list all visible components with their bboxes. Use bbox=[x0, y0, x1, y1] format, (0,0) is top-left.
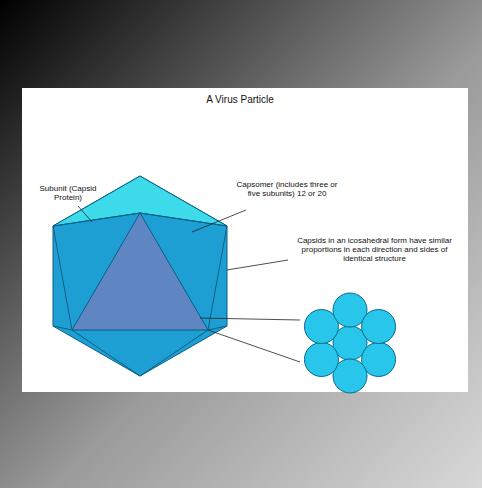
icosahedron bbox=[53, 176, 227, 376]
subunit-circle bbox=[304, 342, 338, 376]
leader-lines bbox=[78, 206, 300, 362]
capsomer-cluster bbox=[304, 293, 395, 393]
part-label: Capsids in an icosahedral form have simi… bbox=[292, 236, 457, 264]
white-panel bbox=[22, 88, 468, 392]
part-label: Capsomer (includes three or five subunit… bbox=[232, 180, 342, 198]
subunit-circle bbox=[362, 310, 396, 344]
diagram-title: A Virus Particle bbox=[140, 94, 340, 106]
part-label: Subunit (Capsid Protein) bbox=[28, 184, 108, 202]
